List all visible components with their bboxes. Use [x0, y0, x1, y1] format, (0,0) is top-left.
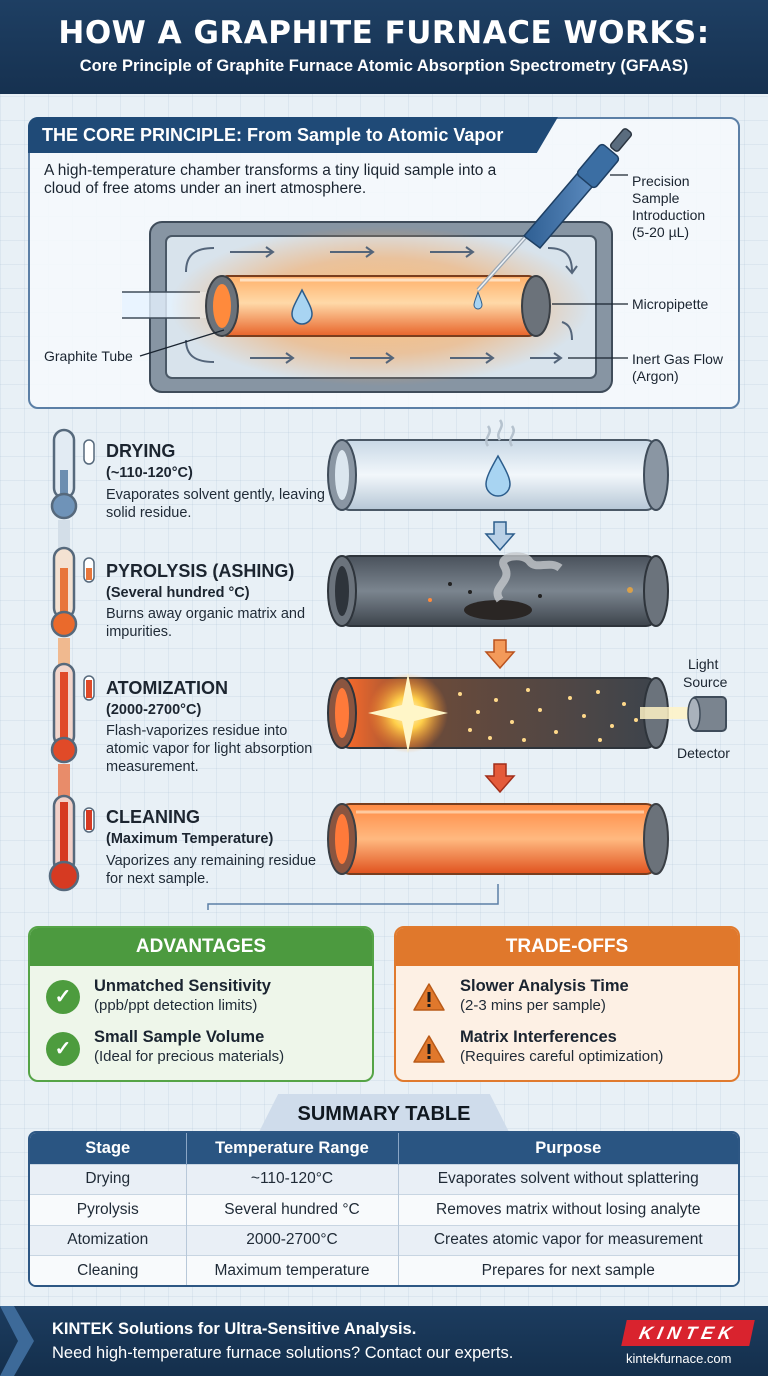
- table-cell: Cleaning: [30, 1255, 187, 1285]
- page-subtitle: Core Principle of Graphite Furnace Atomi…: [79, 57, 689, 75]
- advantage-sub: (ppb/ppt detection limits): [94, 997, 258, 1014]
- summary-table: Stage Temperature Range Purpose Drying ~…: [28, 1131, 740, 1287]
- connector-line: [207, 884, 499, 910]
- table-cell: Several hundred °C: [186, 1194, 399, 1225]
- table-cell: Creates atomic vapor for measurement: [398, 1224, 738, 1256]
- column-header: Stage: [30, 1133, 187, 1164]
- footer-contact[interactable]: Need high-temperature furnace solutions?…: [52, 1344, 514, 1362]
- table-row: Pyrolysis Several hundred °C Removes mat…: [30, 1194, 738, 1225]
- page-title: HOW A GRAPHITE FURNACE WORKS:: [58, 15, 710, 51]
- advantage-title: Unmatched Sensitivity: [94, 977, 271, 995]
- table-cell: Prepares for next sample: [398, 1255, 738, 1285]
- tube-cleaning: [327, 803, 669, 875]
- website-link[interactable]: kintekfurnace.com: [626, 1351, 732, 1366]
- warning-icon: [413, 1035, 445, 1063]
- thermometer-cleaning-icon: [48, 794, 95, 892]
- furnace-illustration: [122, 128, 633, 393]
- table-cell: Maximum temperature: [186, 1255, 399, 1285]
- core-principle-description: A high-temperature chamber transforms a …: [44, 162, 497, 197]
- label-introduction: Introduction: [632, 207, 706, 223]
- light-source-detector-icon: [687, 696, 727, 732]
- advantage-title: Small Sample Volume: [94, 1028, 265, 1046]
- table-row: Drying ~110-120°C Evaporates solvent wit…: [30, 1163, 738, 1195]
- summary-heading: SUMMARY TABLE: [258, 1094, 510, 1134]
- check-icon: ✓: [46, 1032, 80, 1066]
- thermometer-atomization-icon: [50, 662, 95, 764]
- label-argon: (Argon): [632, 368, 679, 384]
- advantage-item: Small Sample Volume (Ideal for precious …: [94, 1027, 284, 1066]
- column-header: Temperature Range: [186, 1133, 399, 1164]
- stage-cleaning-desc: Vaporizes any remaining residue for next…: [106, 853, 317, 887]
- column-header: Purpose: [398, 1133, 738, 1164]
- advantage-item: Unmatched Sensitivity (ppb/ppt detection…: [94, 976, 271, 1015]
- stage-drying-temp: (~110-120°C): [106, 465, 193, 481]
- table-row: Cleaning Maximum temperature Prepares fo…: [30, 1255, 738, 1285]
- tradeoff-item: Matrix Interferences (Requires careful o…: [460, 1027, 663, 1066]
- tradeoff-sub: (2-3 mins per sample): [460, 997, 606, 1014]
- micropipette-icon: [473, 128, 633, 310]
- stage-cleaning-title: CLEANING: [106, 807, 200, 827]
- stage-atomization-temp: (2000-2700°C): [106, 702, 202, 718]
- label-inert-gas: Inert Gas Flow: [632, 351, 724, 367]
- stages-illustration: [48, 419, 727, 910]
- tradeoffs-heading: TRADE-OFFS: [396, 928, 738, 966]
- stage-drying-title: DRYING: [106, 441, 176, 461]
- callout-lines: [139, 174, 628, 359]
- label-sample: Sample: [632, 190, 680, 206]
- tradeoff-sub: (Requires careful optimization): [460, 1048, 664, 1065]
- stage-cleaning-temp: (Maximum Temperature): [106, 831, 274, 847]
- stage-atomization-desc: Flash-vaporizes residue into atomic vapo…: [106, 723, 313, 775]
- label-light: Light: [688, 656, 719, 672]
- header-banner: HOW A GRAPHITE FURNACE WORKS: Core Princ…: [0, 0, 768, 94]
- down-arrow-3: [484, 763, 516, 794]
- table-row: Atomization 2000-2700°C Creates atomic v…: [30, 1224, 738, 1256]
- label-source: Source: [683, 674, 728, 690]
- advantages-heading: ADVANTAGES: [30, 928, 372, 966]
- tradeoffs-panel: TRADE-OFFS Slower Analysis Time (2-3 min…: [394, 926, 740, 1082]
- warning-icon: [413, 983, 445, 1011]
- table-cell: 2000-2700°C: [186, 1224, 399, 1256]
- stage-drying-desc: Evaporates solvent gently, leaving solid…: [106, 487, 325, 521]
- down-arrow-2: [484, 639, 516, 670]
- table-cell: Evaporates solvent without splattering: [398, 1163, 738, 1195]
- water-droplet-icon: [485, 454, 511, 497]
- table-cell: Removes matrix without losing analyte: [398, 1194, 738, 1225]
- stage-pyrolysis-title: PYROLYSIS (ASHING): [106, 561, 295, 581]
- stage-atomization-title: ATOMIZATION: [106, 678, 228, 698]
- advantages-panel: ADVANTAGES ✓ Unmatched Sensitivity (ppb/…: [28, 926, 374, 1082]
- down-arrow-1: [484, 521, 516, 552]
- gas-flow-arrows: [185, 246, 578, 364]
- tube-atomization: [327, 673, 696, 753]
- sample-droplet-icon: [291, 288, 313, 325]
- table-cell: Atomization: [30, 1224, 187, 1256]
- thermometer-drying-icon: [50, 428, 95, 520]
- label-detector: Detector: [677, 745, 730, 761]
- stage-pyrolysis-desc: Burns away organic matrix and impurities…: [106, 606, 306, 640]
- advantage-sub: (Ideal for precious materials): [94, 1048, 285, 1065]
- thermometer-pyrolysis-icon: [50, 546, 95, 638]
- tradeoff-title: Slower Analysis Time: [460, 977, 629, 995]
- core-principle-heading: THE CORE PRINCIPLE: From Sample to Atomi…: [28, 117, 558, 153]
- table-cell: Drying: [30, 1163, 187, 1195]
- tradeoff-item: Slower Analysis Time (2-3 mins per sampl…: [460, 976, 629, 1015]
- tube-pyrolysis: [327, 552, 669, 627]
- tube-drying: [327, 419, 669, 511]
- kintek-logo[interactable]: KINTEK: [621, 1320, 755, 1346]
- chevron-right-icon: [0, 1306, 34, 1376]
- table-cell: ~110-120°C: [186, 1163, 399, 1195]
- footer-tagline: KINTEK Solutions for Ultra-Sensitive Ana…: [52, 1320, 417, 1338]
- check-icon: ✓: [46, 980, 80, 1014]
- stage-pyrolysis-temp: (Several hundred °C): [106, 585, 250, 601]
- label-graphite-tube: Graphite Tube: [44, 348, 133, 364]
- label-micropipette: Micropipette: [632, 296, 709, 312]
- label-volume: (5-20 µL): [632, 224, 690, 240]
- label-precision: Precision: [632, 173, 690, 189]
- table-cell: Pyrolysis: [30, 1194, 187, 1225]
- tradeoff-title: Matrix Interferences: [460, 1028, 617, 1046]
